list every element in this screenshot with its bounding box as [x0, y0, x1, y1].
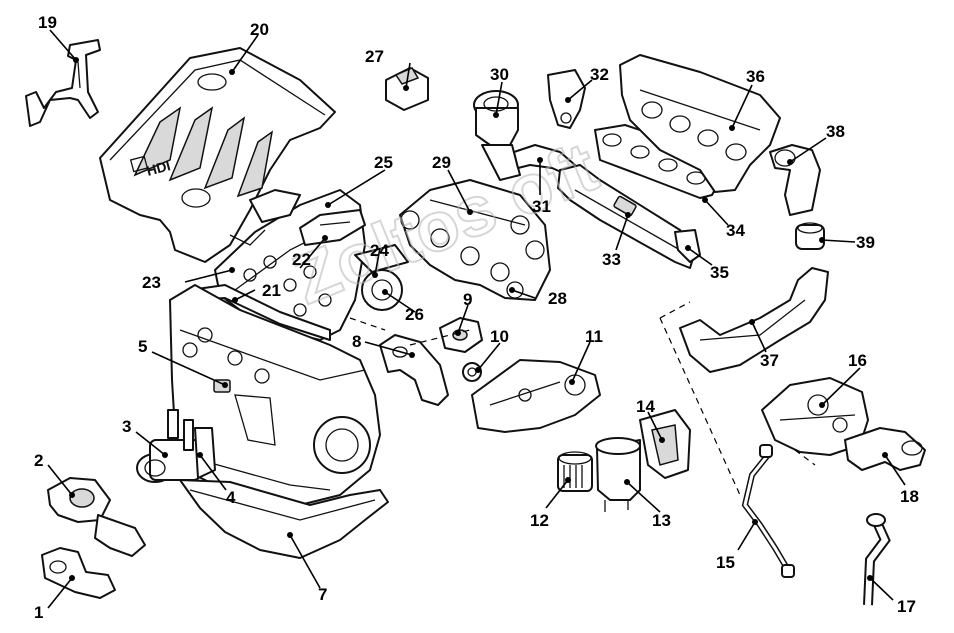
part-17-pipe	[863, 513, 891, 606]
part-39-connector	[795, 222, 825, 250]
part-29-exhaust-manifold	[399, 179, 551, 301]
callout-15: 15	[716, 553, 735, 572]
part-11-water-outlet	[471, 359, 601, 433]
part-7-oil-pan	[179, 479, 389, 559]
callout-31: 31	[532, 197, 551, 216]
callout-18: 18	[900, 487, 919, 506]
leader-lines	[47, 29, 906, 609]
callout-2: 2	[34, 451, 43, 470]
hdi-logo-text: HDI	[145, 157, 172, 179]
callout-27: 27	[365, 47, 384, 66]
callout-10: 10	[490, 327, 509, 346]
part-2-pump	[47, 477, 146, 557]
callout-39: 39	[856, 233, 875, 252]
callout-11: 11	[585, 327, 603, 346]
callout-7: 7	[318, 585, 327, 604]
callout-3: 3	[122, 417, 131, 436]
part-30-valve	[473, 90, 521, 181]
callout-24: 24	[370, 241, 389, 260]
part-22-25-fittings	[299, 209, 366, 246]
part-14-bracket	[639, 409, 691, 479]
part-3-4-filter-housing	[136, 409, 216, 483]
callout-30: 30	[490, 65, 509, 84]
callout-36: 36	[746, 67, 765, 86]
part-15-hose	[741, 444, 795, 578]
callout-1: 1	[34, 603, 43, 622]
callout-25: 25	[374, 153, 393, 172]
part-24-26-pulley	[354, 244, 409, 311]
callout-14: 14	[636, 397, 655, 416]
dashed-group-lines	[349, 301, 816, 496]
callout-16: 16	[848, 351, 867, 370]
callout-13: 13	[652, 511, 671, 530]
part-20-engine-cover: HDI	[99, 47, 336, 263]
callout-8: 8	[352, 332, 361, 351]
callout-21: 21	[262, 281, 281, 300]
callout-12: 12	[530, 511, 549, 530]
part-13-fuel-filter	[595, 437, 641, 512]
callout-28: 28	[548, 289, 567, 308]
callout-33: 33	[602, 250, 621, 269]
part-5-engine-block	[169, 284, 381, 506]
callout-37: 37	[760, 351, 779, 370]
callout-20: 20	[250, 20, 269, 39]
callout-22: 22	[292, 250, 311, 269]
callout-35: 35	[710, 263, 729, 282]
callout-23: 23	[142, 273, 161, 292]
callout-17: 17	[897, 597, 916, 616]
part-36-intake-manifold	[619, 54, 781, 193]
callout-32: 32	[590, 65, 609, 84]
callout-34: 34	[726, 221, 745, 240]
callout-numbers: 1 2 3 4 5 7 8 9 10 11 12 13 14 15 16 17 …	[34, 13, 919, 622]
part-8-thermostat-housing	[379, 334, 449, 406]
part-1-bracket	[41, 547, 116, 599]
part-18-elbow-pipe	[844, 427, 926, 471]
part-38-elbow	[769, 144, 821, 216]
callout-26: 26	[405, 305, 424, 324]
part-19-bracket	[25, 39, 101, 127]
callout-4: 4	[226, 488, 236, 507]
callout-29: 29	[432, 153, 451, 172]
callout-19: 19	[38, 13, 57, 32]
callout-9: 9	[463, 290, 472, 309]
callout-38: 38	[826, 122, 845, 141]
callout-5: 5	[138, 337, 147, 356]
part-37-large-hose	[679, 267, 829, 373]
